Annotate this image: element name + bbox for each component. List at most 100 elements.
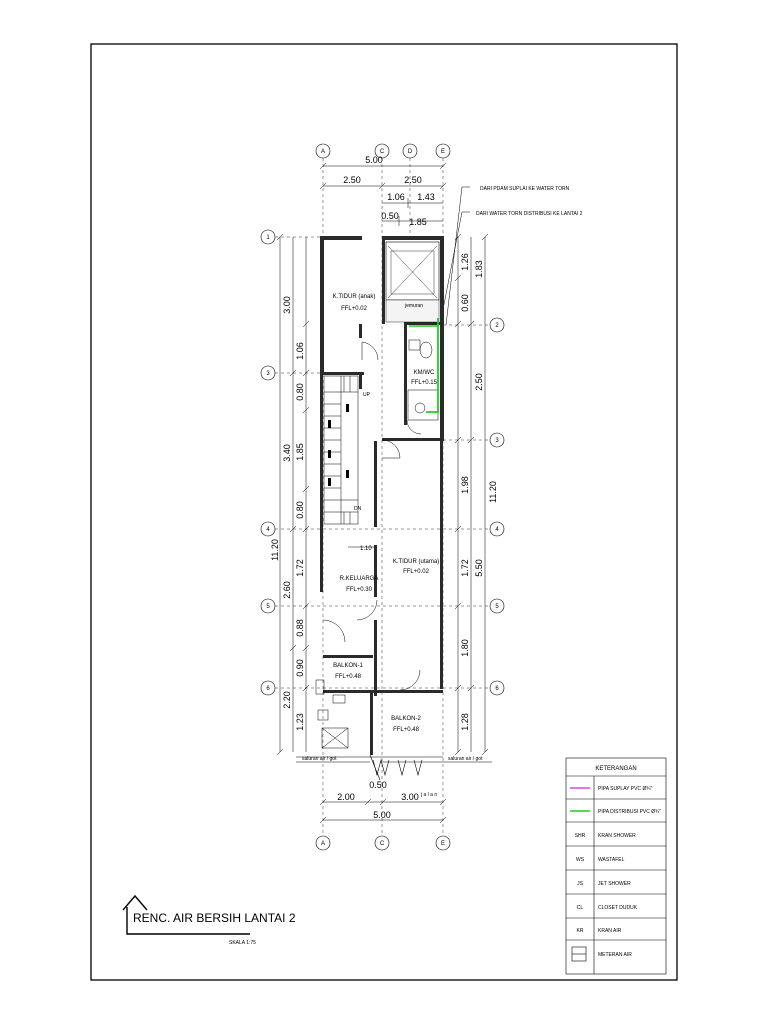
legend-label-1: PIPA SUPLAY PVC Ø¾" xyxy=(598,786,653,792)
right-dimension-lines xyxy=(454,233,489,756)
jemuran-area xyxy=(385,241,440,301)
col-label-bottom-2: C xyxy=(380,841,385,847)
row-label-right-4: 4 xyxy=(495,527,499,533)
dim-left-f: 0.88 xyxy=(295,619,305,637)
label-bedroom-child-ffl: FFL+0.02 xyxy=(341,306,368,312)
bottom-edge xyxy=(296,754,492,781)
dim-left-g: 0.90 xyxy=(295,659,305,677)
row-label-right-3: 3 xyxy=(495,438,499,444)
drawing-title: RENC. AIR BERSIH LANTAI 2 xyxy=(133,911,296,925)
row-grid-lines xyxy=(275,236,490,689)
row-label-right-2: 2 xyxy=(495,323,499,329)
label-family: R.KELUARGA xyxy=(340,576,379,582)
label-balcony2-ffl: FFL+0.48 xyxy=(393,727,420,733)
walls xyxy=(320,236,444,755)
legend-label-8: METERAN AIR xyxy=(598,952,632,958)
drawing-scale: SKALA 1:75 xyxy=(229,940,256,946)
col-label-top-1: A xyxy=(321,149,325,155)
label-gutter-right: saluran air / got xyxy=(448,756,483,762)
col-label-top-3: D xyxy=(408,149,413,155)
pipe-note-leaders xyxy=(439,186,470,326)
dim-bottom-right: 3.00 xyxy=(401,792,419,802)
sheet-border xyxy=(90,43,678,981)
dim-left-h: 1.23 xyxy=(295,713,305,731)
dim-right-d: 2.50 xyxy=(474,373,484,391)
left-dimension-lines xyxy=(276,233,310,756)
legend-label-4: WASTAFEL xyxy=(598,857,625,863)
legend-label-6: CLOSET DUDUK xyxy=(598,905,638,911)
legend-meter-icon xyxy=(571,946,587,962)
legend-label-7: KRAN AIR xyxy=(598,928,622,934)
legend-label-2: PIPA DISTRIBUSI PVC Ø¾" xyxy=(598,809,661,815)
label-gutter-left: saluran air / got xyxy=(302,756,337,762)
label-road: j a l a n xyxy=(420,792,437,798)
door-swings xyxy=(322,341,422,691)
legend-box xyxy=(565,757,667,975)
dim-right-e: 1.98 xyxy=(460,476,470,494)
dim-left-group2: 2.60 xyxy=(282,581,292,599)
col-label-bottom-4: E xyxy=(441,841,445,847)
jemuran-floor xyxy=(385,299,440,323)
dim-top-sub-c: 0.50 xyxy=(381,211,399,221)
balcony-fixtures xyxy=(315,679,349,749)
dim-left-d: 0.80 xyxy=(295,501,305,519)
dim-top-right: 2.50 xyxy=(404,175,422,185)
bath-fixtures xyxy=(407,339,439,421)
legend-title: KETERANGAN xyxy=(595,766,636,772)
row-grid-right xyxy=(489,317,505,696)
dim-bottom-mid: 0.50 xyxy=(369,780,387,790)
pipe-distribution xyxy=(426,318,439,413)
label-bedroom-child: K.TIDUR (anak) xyxy=(333,294,376,300)
dim-left-a: 1.06 xyxy=(295,342,305,360)
dim-left-e: 1.72 xyxy=(295,559,305,577)
col-label-top-2: C xyxy=(380,149,385,155)
jemuran-cross xyxy=(387,245,438,299)
label-balcony1-ffl: FFL+0.48 xyxy=(335,674,362,680)
row-label-right-6: 6 xyxy=(495,686,499,692)
stair xyxy=(323,375,359,525)
row-label-left-3: 3 xyxy=(266,371,270,377)
dim-left-b: 0.80 xyxy=(295,383,305,401)
top-dimension-lines xyxy=(319,162,447,226)
dim-right-i: 1.28 xyxy=(460,713,470,731)
dim-right-f: 1.72 xyxy=(460,559,470,577)
row-label-left-5: 5 xyxy=(266,604,270,610)
row-label-left-1: 1 xyxy=(266,235,270,241)
label-stair-dn: DN xyxy=(354,506,362,512)
dim-left-group3: 2.20 xyxy=(282,691,292,709)
label-stair-up: UP xyxy=(363,392,371,398)
col-label-top-4: E xyxy=(441,149,445,155)
label-jemuran: jemuran xyxy=(404,303,423,309)
label-bedroom-main-ffl: FFL+0.02 xyxy=(403,569,430,575)
label-bedroom-main: K.TIDUR (utama) xyxy=(393,559,439,565)
dim-left-group1: 3.40 xyxy=(282,444,292,462)
dim-left-total: 11.20 xyxy=(270,539,280,561)
row-label-left-6: 6 xyxy=(266,686,270,692)
dim-right-a: 1.26 xyxy=(460,253,470,271)
row-label-right-5: 5 xyxy=(495,604,499,610)
dim-left-top: 3.00 xyxy=(282,296,292,314)
legend-code-4: WS xyxy=(576,857,585,863)
legend-code-3: SHR xyxy=(575,833,586,839)
bottom-dimension-lines xyxy=(319,798,447,824)
dim-top-left: 2.50 xyxy=(343,175,361,185)
dim-right-c: 1.83 xyxy=(474,260,484,278)
note-pipe-supply: DARI PDAM SUPLAI KE WATER TORN xyxy=(480,186,570,192)
dim-right-total: 11.20 xyxy=(488,481,498,503)
legend-label-5: JET SHOWER xyxy=(598,881,631,887)
label-bath-ffl: FFL+0.15 xyxy=(411,380,438,386)
legend-code-7: KR xyxy=(577,928,584,934)
label-balcony2: BALKON-2 xyxy=(391,716,421,722)
title-house-icon xyxy=(122,894,250,935)
label-bath: KM/WC xyxy=(414,370,435,376)
legend-code-6: CL xyxy=(577,905,584,911)
column-grid-bottom xyxy=(315,835,451,851)
col-label-bottom-1: A xyxy=(321,841,325,847)
label-balcony1: BALKON-1 xyxy=(333,663,363,669)
dim-left-c: 1.85 xyxy=(295,443,305,461)
dim-right-h: 1.80 xyxy=(460,639,470,657)
dim-top-sub-d: 1.85 xyxy=(409,217,427,227)
dim-right-g: 5.50 xyxy=(474,559,484,577)
dim-right-b: 0.60 xyxy=(460,294,470,312)
